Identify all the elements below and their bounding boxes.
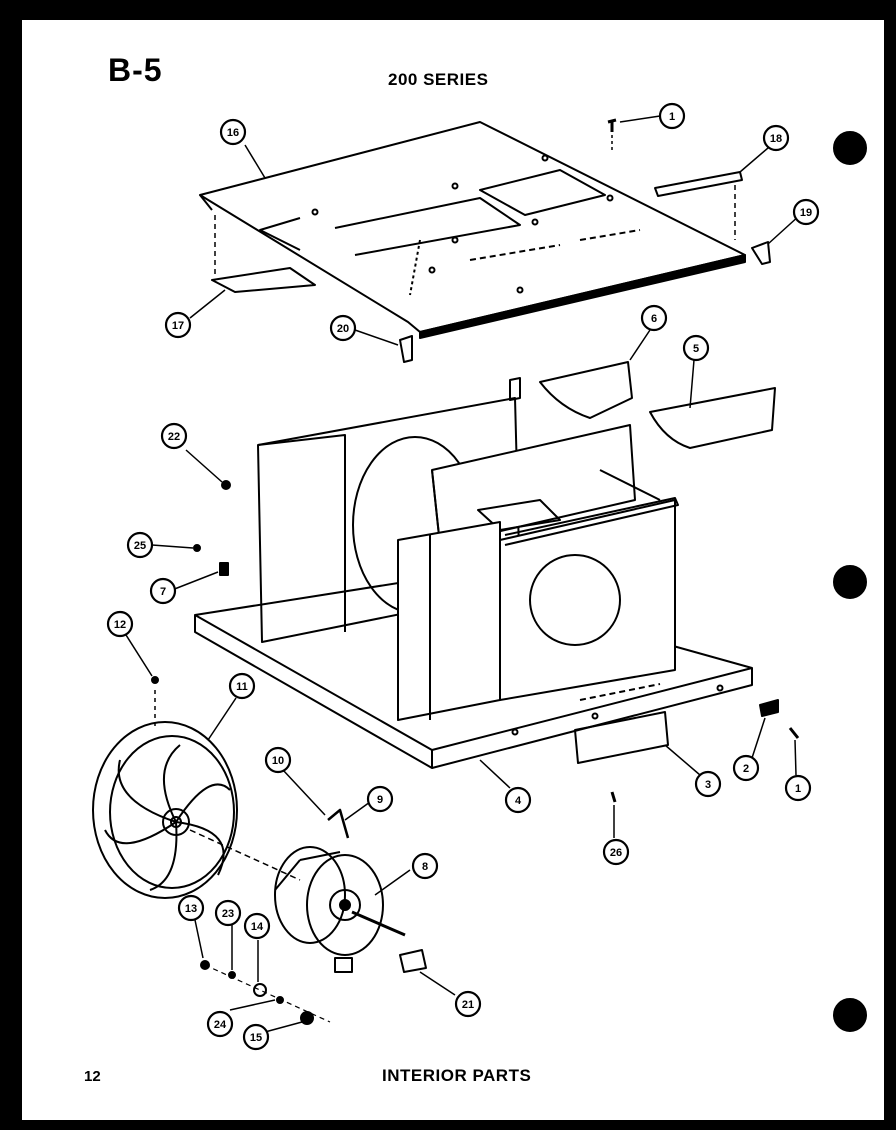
callout-label: 22 — [168, 431, 180, 443]
callout-label: 18 — [770, 133, 782, 145]
callout-label: 24 — [214, 1019, 227, 1031]
fan-motor — [274, 846, 406, 973]
callout-label: 17 — [172, 320, 184, 332]
base-pan — [194, 577, 753, 769]
callout-label: 10 — [272, 755, 284, 767]
callout-label: 2 — [743, 763, 749, 775]
callout-label: 8 — [422, 861, 428, 873]
callout-4: 4 — [504, 786, 532, 814]
callout-26: 26 — [602, 838, 630, 866]
callout-24: 24 — [206, 1010, 234, 1038]
callout-label: 23 — [222, 908, 234, 920]
callout-label: 1 — [669, 111, 675, 123]
callout-label: 16 — [227, 127, 239, 139]
binder-hole-middle — [833, 565, 867, 599]
callout-label: 26 — [610, 847, 622, 859]
part-12-pin — [151, 676, 159, 684]
callout-14: 14 — [243, 912, 271, 940]
callout-label: 19 — [800, 207, 812, 219]
binder-hole-bottom — [833, 998, 867, 1032]
series-title: 200 SERIES — [388, 70, 489, 89]
callout-label: 15 — [250, 1032, 262, 1044]
callout-19: 19 — [792, 198, 820, 226]
part-1-screw-bottom — [788, 727, 800, 739]
callout-8: 8 — [411, 852, 439, 880]
part-25-screw — [193, 544, 201, 552]
callout-label: 6 — [651, 313, 657, 325]
part-5-partition — [649, 387, 776, 449]
part-1-screw-top — [607, 118, 617, 132]
part-22-nut — [221, 480, 231, 490]
callout-label: 25 — [134, 540, 146, 552]
callout-label: 14 — [251, 921, 264, 933]
front-scroll-partition — [397, 424, 679, 721]
callout-13: 13 — [177, 894, 205, 922]
callout-5: 5 — [682, 334, 710, 362]
footer-title: INTERIOR PARTS — [382, 1066, 532, 1085]
part-17-bracket — [211, 267, 316, 293]
callout-label: 9 — [377, 794, 383, 806]
page-code: B-5 — [108, 52, 163, 88]
callout-7: 7 — [149, 577, 177, 605]
part-9-clip — [327, 808, 350, 839]
callout-6: 6 — [640, 304, 668, 332]
callout-16: 16 — [219, 118, 247, 146]
callout-1: 1 — [658, 102, 686, 130]
callout-15: 15 — [242, 1023, 270, 1051]
part-6-partition — [539, 361, 633, 419]
part-19-clip — [751, 241, 771, 265]
callout-9: 9 — [366, 785, 394, 813]
callout-10: 10 — [264, 746, 292, 774]
callout-20: 20 — [329, 314, 357, 342]
callout-23: 23 — [214, 899, 242, 927]
callout-label: 7 — [160, 586, 166, 598]
callout-18: 18 — [762, 124, 790, 152]
callout-label: 20 — [337, 323, 349, 335]
callout-label: 13 — [185, 903, 197, 915]
callout-3: 3 — [694, 770, 722, 798]
callout-22: 22 — [160, 422, 188, 450]
part-2-clip — [759, 699, 779, 717]
callout-2: 2 — [732, 754, 760, 782]
fan-blade — [92, 721, 238, 899]
part-18-strip — [654, 171, 743, 197]
callout-label: 11 — [236, 681, 248, 693]
callout-25: 25 — [126, 531, 154, 559]
binder-hole-top — [833, 131, 867, 165]
part-21-plate — [399, 949, 427, 973]
callout-1: 1 — [784, 774, 812, 802]
part-26-screw — [610, 791, 617, 803]
callout-11: 11 — [228, 672, 256, 700]
callout-17: 17 — [164, 311, 192, 339]
callout-label: 5 — [693, 343, 699, 355]
part-20-clip — [399, 335, 413, 363]
page-number: 12 — [84, 1068, 101, 1085]
callout-label: 1 — [795, 783, 801, 795]
callout-12: 12 — [106, 610, 134, 638]
part-14-washer — [253, 983, 267, 997]
part-15-nut — [300, 1011, 314, 1025]
callout-21: 21 — [454, 990, 482, 1018]
callout-label: 3 — [705, 779, 711, 791]
part-3-bracket — [574, 711, 669, 764]
callout-label: 21 — [462, 999, 474, 1011]
callout-label: 4 — [515, 795, 522, 807]
top-cover-panel — [199, 121, 746, 339]
callout-label: 12 — [114, 619, 126, 631]
part-7-clip — [219, 562, 229, 576]
